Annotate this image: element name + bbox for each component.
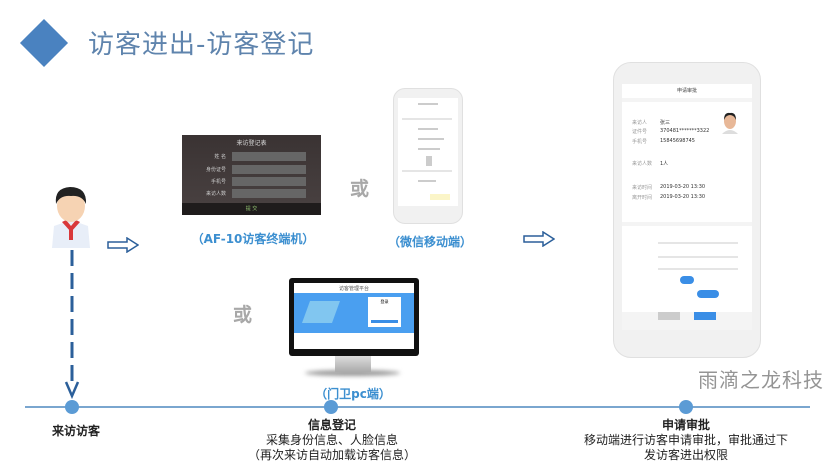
field-value: 2019-03-20 13:30 (660, 184, 706, 190)
watermark: 雨滴之龙科技 (698, 368, 824, 392)
field-label: 来访时间 (632, 185, 653, 191)
timeline-dot (679, 400, 693, 414)
kiosk-header: 来访登记表 (236, 140, 267, 147)
field-label: 来访人 (632, 120, 648, 126)
dashed-down-arrow (64, 250, 80, 400)
wechat-phone-screen (398, 98, 458, 206)
field-value: 2019-03-20 13:30 (660, 194, 706, 200)
field-label: 证件号 (632, 129, 648, 135)
timeline-step-register: 信息登记采集身份信息、人脸信息（再次来访自动加载访客信息） (247, 418, 417, 462)
approval-phone-screen: 申请审批 来访人 张三 证件号 370481*******3322 手机号 15845… (622, 84, 752, 330)
monitor-stand (335, 356, 371, 372)
kiosk-caption: （AF-10访客终端机） (191, 232, 315, 246)
field-value: 1人 (660, 161, 669, 167)
kiosk-field: 身份证号 (196, 164, 306, 174)
field-value: 370481*******3322 (660, 128, 710, 134)
pc-login-box: 登录 (368, 297, 401, 327)
timeline-step-visitor: 来访访客 (51, 424, 101, 438)
kiosk-submit-button: 提 交 (182, 203, 321, 215)
monitor-shadow (305, 370, 400, 376)
timeline-dot (65, 400, 79, 414)
pc-caption: （门卫pc端） (315, 387, 391, 401)
timeline-line (25, 406, 810, 408)
face-photo (722, 112, 738, 134)
or-label: 或 (350, 178, 370, 200)
page-title: 访客进出-访客登记 (88, 30, 315, 60)
field-label: 手机号 (632, 139, 648, 145)
title-diamond-icon (19, 18, 69, 68)
kiosk-field: 姓 名 (196, 151, 306, 161)
kiosk-screenshot: 来访登记表 姓 名 身份证号 手机号 来访人数 提 交 (182, 135, 321, 215)
field-value: 张三 (660, 120, 671, 126)
field-label: 来访人数 (632, 161, 653, 167)
approval-header: 申请审批 (622, 84, 752, 98)
pc-login-title: 登录 (380, 299, 389, 304)
kiosk-field: 手机号 (196, 176, 306, 186)
pc-header: 访客管理平台 (338, 286, 369, 292)
timeline-dot (324, 400, 338, 414)
kiosk-field: 来访人数 (196, 188, 306, 198)
right-arrow-icon (107, 237, 139, 253)
wechat-caption: （微信移动端） (387, 235, 473, 249)
right-arrow-icon (523, 231, 555, 247)
visitor-avatar-icon (52, 187, 90, 248)
field-value: 15845698745 (660, 138, 695, 144)
timeline-step-approval: 申请审批移动端进行访客申请审批，审批通过下发访客进出权限 (583, 418, 789, 462)
or-label: 或 (233, 304, 253, 326)
field-label: 离开时间 (632, 195, 653, 201)
